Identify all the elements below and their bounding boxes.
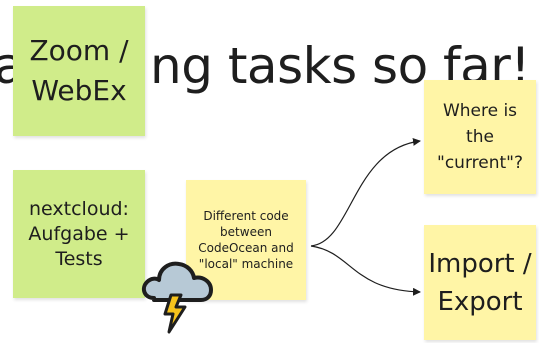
- connector-to-where-note[interactable]: [310, 137, 421, 247]
- sticky-note-import-text: Import / Export: [428, 248, 532, 317]
- sticky-note-codeocean-text: Different code between CodeOcean and "lo…: [198, 209, 294, 271]
- storm-cloud-lightning-icon[interactable]: [138, 252, 220, 336]
- sticky-note-nextcloud[interactable]: nextcloud: Aufgabe + Tests: [13, 170, 145, 298]
- sticky-note-zoom-webex[interactable]: Zoom / WebEx: [13, 6, 145, 136]
- sticky-note-nextcloud-text: nextcloud: Aufgabe + Tests: [28, 197, 130, 270]
- connector-to-import-note[interactable]: [310, 245, 421, 296]
- sticky-note-zoom-text: Zoom / WebEx: [29, 34, 129, 107]
- sticky-note-where-current[interactable]: Where is the "current"?: [424, 80, 536, 194]
- sticky-note-where-text: Where is the "current"?: [437, 101, 523, 173]
- sticky-note-import-export[interactable]: Import / Export: [424, 225, 536, 340]
